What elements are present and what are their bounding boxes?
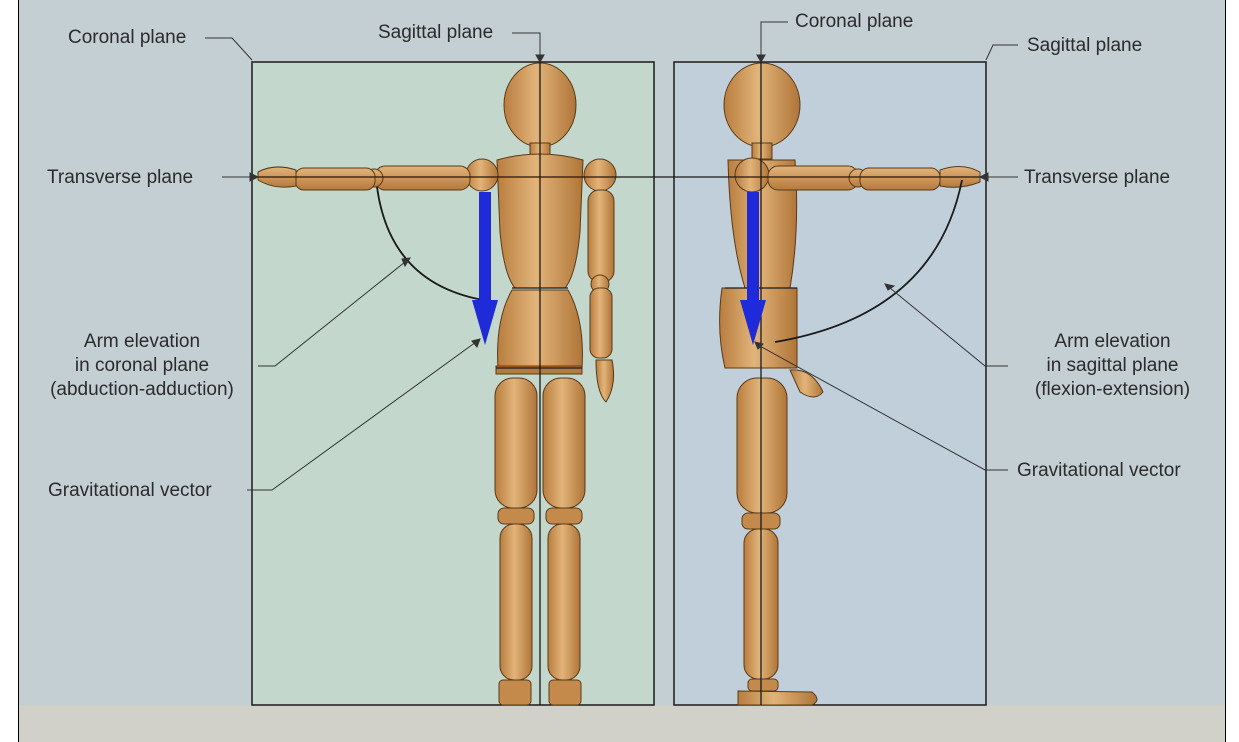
arm-elevation-sagittal-label: Arm elevation in sagittal plane (flexion… [1005,330,1220,402]
arm-elevation-sagittal-line3: (flexion-extension) [1005,378,1220,402]
gravitational-vector-label-right: Gravitational vector [1017,459,1181,483]
sagittal-plane-label-right: Sagittal plane [1027,34,1142,58]
arm-elevation-coronal-line1: Arm elevation [22,330,262,354]
sagittal-plane-panel [674,62,986,705]
sagittal-plane-label-left: Sagittal plane [378,21,493,45]
arm-elevation-coronal-label: Arm elevation in coronal plane (abductio… [22,330,262,402]
arm-elevation-sagittal-line2: in sagittal plane [1005,354,1220,378]
transverse-plane-label-left: Transverse plane [47,166,193,190]
transverse-plane-label-right: Transverse plane [1024,166,1170,190]
floor [19,705,1225,742]
arm-elevation-sagittal-line1: Arm elevation [1005,330,1220,354]
gravitational-vector-label-left: Gravitational vector [48,479,212,503]
coronal-plane-panel [252,62,654,705]
coronal-plane-label-left: Coronal plane [68,26,186,50]
arm-elevation-coronal-line3: (abduction-adduction) [22,378,262,402]
coronal-plane-label-right: Coronal plane [795,10,913,34]
arm-elevation-coronal-line2: in coronal plane [22,354,262,378]
